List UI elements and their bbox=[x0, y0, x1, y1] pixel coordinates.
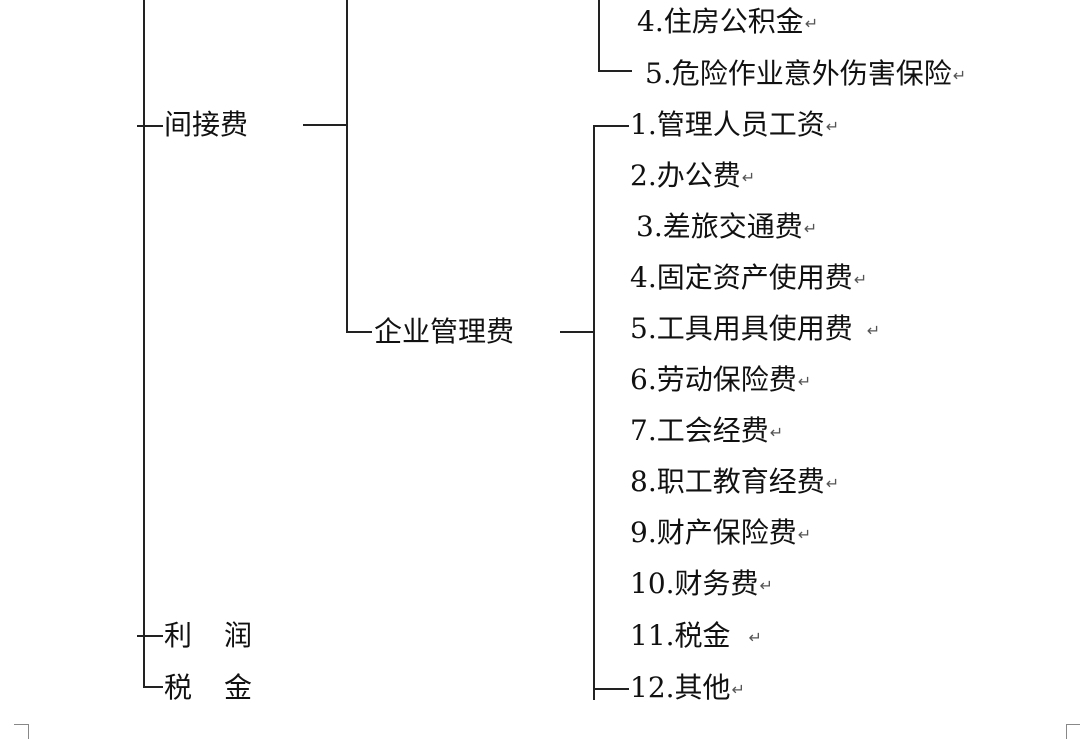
paragraph-mark-icon: ↵ bbox=[804, 13, 819, 33]
mgmt-item: 8.职工教育经费↵ bbox=[630, 466, 839, 500]
paragraph-mark-icon: ↵ bbox=[825, 116, 840, 136]
node-tax: 金 bbox=[224, 672, 252, 704]
paragraph-mark-icon: ↵ bbox=[769, 422, 784, 442]
branch-indirect-cost-line bbox=[137, 125, 163, 127]
paragraph-mark-icon: ↵ bbox=[797, 371, 812, 391]
mgmt-item-text: 9.财产保险费 bbox=[630, 516, 797, 549]
node-profit-char-1: 利 bbox=[164, 619, 193, 652]
page-corner-mark-left bbox=[14, 724, 29, 739]
social-item: 4.住房公积金↵ bbox=[637, 6, 818, 40]
second-level-trunk-line bbox=[346, 0, 348, 333]
mgmt-item-text: 12.其他 bbox=[630, 671, 731, 704]
mgmt-item: 1.管理人员工资↵ bbox=[630, 109, 839, 143]
mgmt-item-text: 3.差旅交通费 bbox=[636, 210, 803, 243]
mgmt-item-1-connector-line bbox=[593, 125, 629, 127]
mgmt-item: 10.财务费↵ bbox=[630, 568, 773, 602]
mgmt-item-text: 6.劳动保险费 bbox=[630, 363, 797, 396]
paragraph-mark-icon: ↵ bbox=[741, 167, 756, 187]
branch-tax-line bbox=[143, 686, 163, 688]
mgmt-item: 6.劳动保险费↵ bbox=[630, 364, 811, 398]
mgmt-item: 4.固定资产使用费↵ bbox=[630, 262, 867, 296]
mgmt-item-text: 11.税金 bbox=[630, 619, 731, 652]
mgmt-item-text: 1.管理人员工资 bbox=[630, 108, 825, 141]
paragraph-mark-icon: ↵ bbox=[853, 269, 868, 289]
node-profit: 润 bbox=[224, 620, 252, 652]
mgmt-item-12-connector-line bbox=[593, 688, 629, 690]
node-indirect-cost: 间接费 bbox=[164, 109, 248, 141]
mgmt-item-text: 7.工会经费 bbox=[630, 414, 769, 447]
mgmt-item-text: 2.办公费 bbox=[630, 159, 741, 192]
mgmt-items-bracket-line bbox=[593, 125, 595, 700]
paragraph-mark-icon: ↵ bbox=[797, 524, 812, 544]
indirect-cost-connector-line bbox=[303, 124, 347, 126]
mgmt-item: 9.财产保险费↵ bbox=[630, 517, 811, 551]
enterprise-mgmt-connector-line bbox=[560, 331, 594, 333]
paragraph-mark-icon: ↵ bbox=[952, 65, 967, 85]
social-item-text: 4.住房公积金 bbox=[637, 5, 804, 38]
mgmt-item-text: 5.工具用具使用费 bbox=[630, 312, 853, 345]
mgmt-item: 11.税金 ↵ bbox=[630, 620, 762, 654]
node-tax-char-2: 金 bbox=[224, 671, 253, 704]
mgmt-item-text: 8.职工教育经费 bbox=[630, 465, 825, 498]
paragraph-mark-icon: ↵ bbox=[748, 627, 762, 647]
mgmt-item-text: 4.固定资产使用费 bbox=[630, 261, 853, 294]
mgmt-item: 5.工具用具使用费 ↵ bbox=[630, 313, 880, 347]
mgmt-item: 12.其他↵ bbox=[630, 672, 745, 706]
node-indirect-cost-text: 间接费 bbox=[164, 108, 249, 141]
social-item-5-connector-line bbox=[598, 70, 632, 72]
node-profit-char-2: 润 bbox=[224, 619, 253, 652]
paragraph-mark-icon: ↵ bbox=[731, 679, 745, 699]
paragraph-mark-icon: ↵ bbox=[803, 218, 818, 238]
main-trunk-line bbox=[143, 0, 145, 688]
mgmt-item: 2.办公费↵ bbox=[630, 160, 755, 194]
social-item-text: 5.危险作业意外伤害保险 bbox=[645, 57, 952, 90]
mgmt-item: 3.差旅交通费↵ bbox=[636, 211, 817, 245]
paragraph-mark-icon: ↵ bbox=[759, 575, 773, 595]
node-enterprise-mgmt: 企业管理费 bbox=[374, 316, 514, 348]
node-tax: 税 bbox=[164, 672, 192, 704]
node-enterprise-mgmt-text: 企业管理费 bbox=[374, 315, 515, 348]
branch-enterprise-mgmt-line bbox=[346, 331, 372, 333]
social-items-bracket-line bbox=[598, 0, 600, 72]
mgmt-item: 7.工会经费↵ bbox=[630, 415, 783, 449]
social-item: 5.危险作业意外伤害保险↵ bbox=[645, 58, 966, 92]
paragraph-mark-icon: ↵ bbox=[825, 473, 840, 493]
paragraph-mark-icon: ↵ bbox=[866, 320, 881, 340]
node-profit: 利 bbox=[164, 620, 192, 652]
page-corner-mark-right bbox=[1066, 724, 1080, 739]
node-tax-char-1: 税 bbox=[164, 671, 193, 704]
mgmt-item-text: 10.财务费 bbox=[630, 567, 759, 600]
branch-profit-line bbox=[137, 635, 163, 637]
